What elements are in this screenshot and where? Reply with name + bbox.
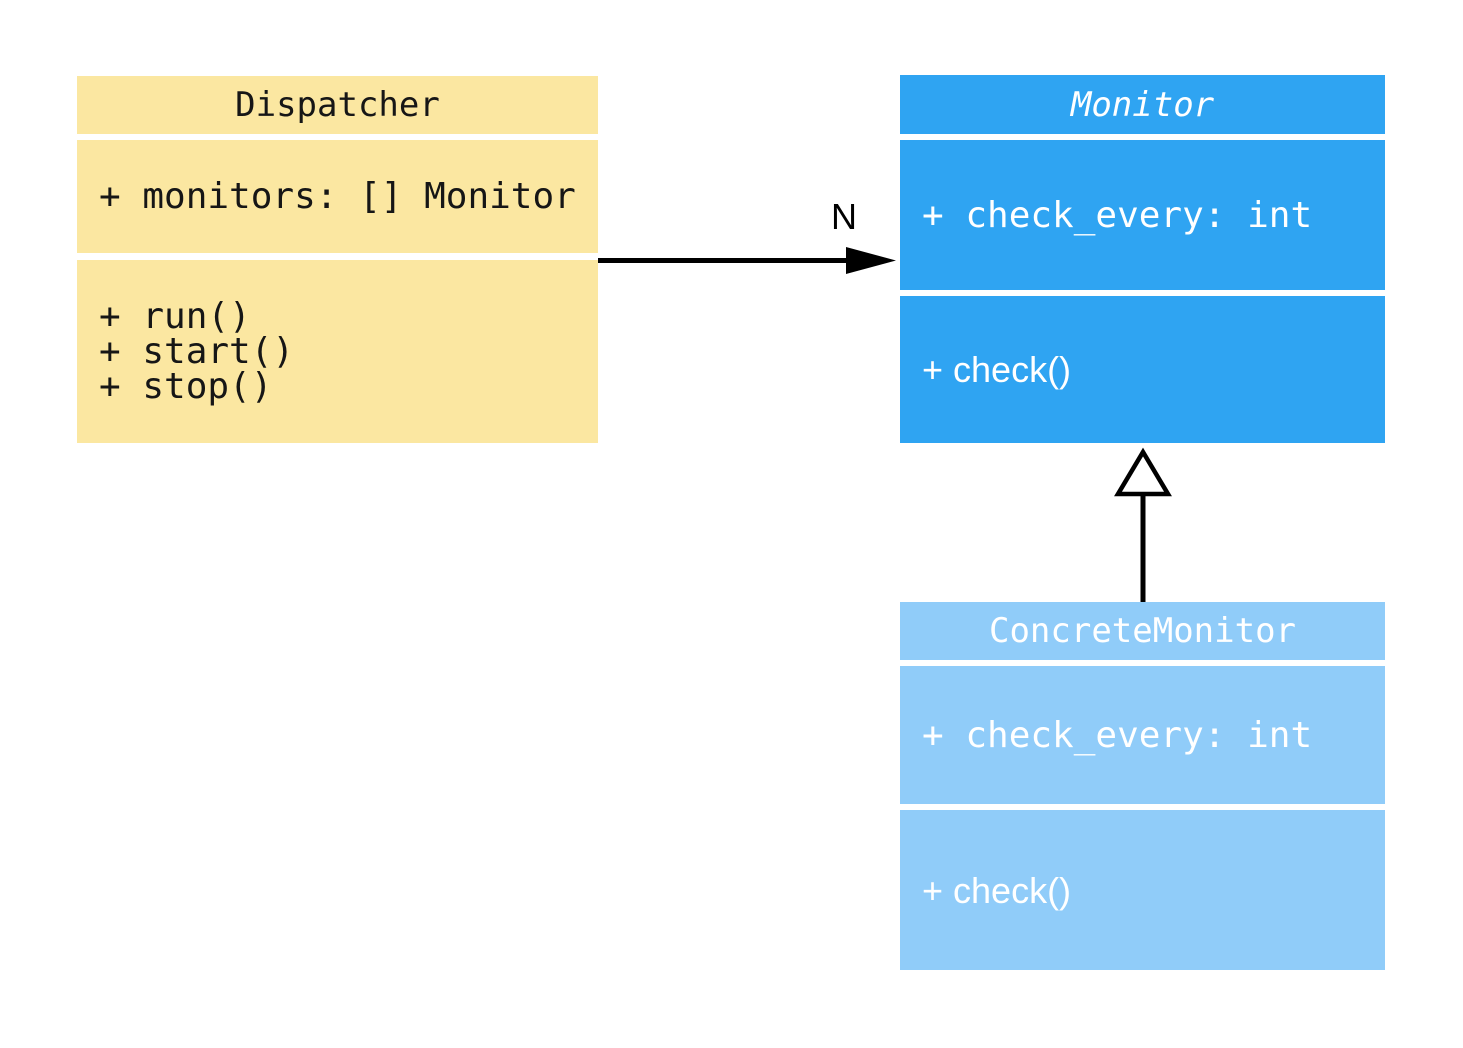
class-methods-monitor: + check() (900, 296, 1385, 443)
class-method: + start() (99, 331, 295, 372)
class-methods-dispatcher: + run() + start() + stop() (77, 260, 598, 443)
class-method: + check() (922, 869, 1072, 911)
class-attributes-dispatcher: + monitors: [] Monitor (77, 140, 598, 253)
class-attributes-concrete-monitor: + check_every: int (900, 666, 1385, 804)
class-title-concrete-monitor: ConcreteMonitor (900, 602, 1385, 660)
class-attribute: + check_every: int (922, 194, 1313, 236)
association-multiplicity-label: N (831, 196, 857, 237)
filled-arrowhead-icon (846, 247, 896, 274)
class-attributes-monitor: + check_every: int (900, 140, 1385, 290)
class-box-concrete-monitor: ConcreteMonitor + check_every: int + che… (900, 602, 1385, 970)
class-methods-concrete-monitor: + check() (900, 810, 1385, 970)
class-name-label: Dispatcher (235, 85, 440, 125)
class-name-label: ConcreteMonitor (988, 611, 1297, 651)
class-method: + check() (922, 349, 1072, 390)
class-title-dispatcher: Dispatcher (77, 76, 598, 134)
class-method: + run() (99, 296, 251, 337)
association-arrow (598, 247, 896, 274)
class-box-dispatcher: Dispatcher + monitors: [] Monitor + run(… (77, 76, 598, 443)
class-attribute: + monitors: [] Monitor (99, 176, 576, 217)
hollow-triangle-icon (1114, 447, 1172, 497)
class-attribute: + check_every: int (922, 714, 1313, 756)
class-title-monitor: Monitor (900, 75, 1385, 134)
class-box-monitor: Monitor + check_every: int + check() (900, 75, 1385, 443)
inheritance-arrow (1114, 447, 1172, 602)
class-method: + stop() (99, 366, 273, 407)
class-name-label: Monitor (1070, 84, 1215, 125)
